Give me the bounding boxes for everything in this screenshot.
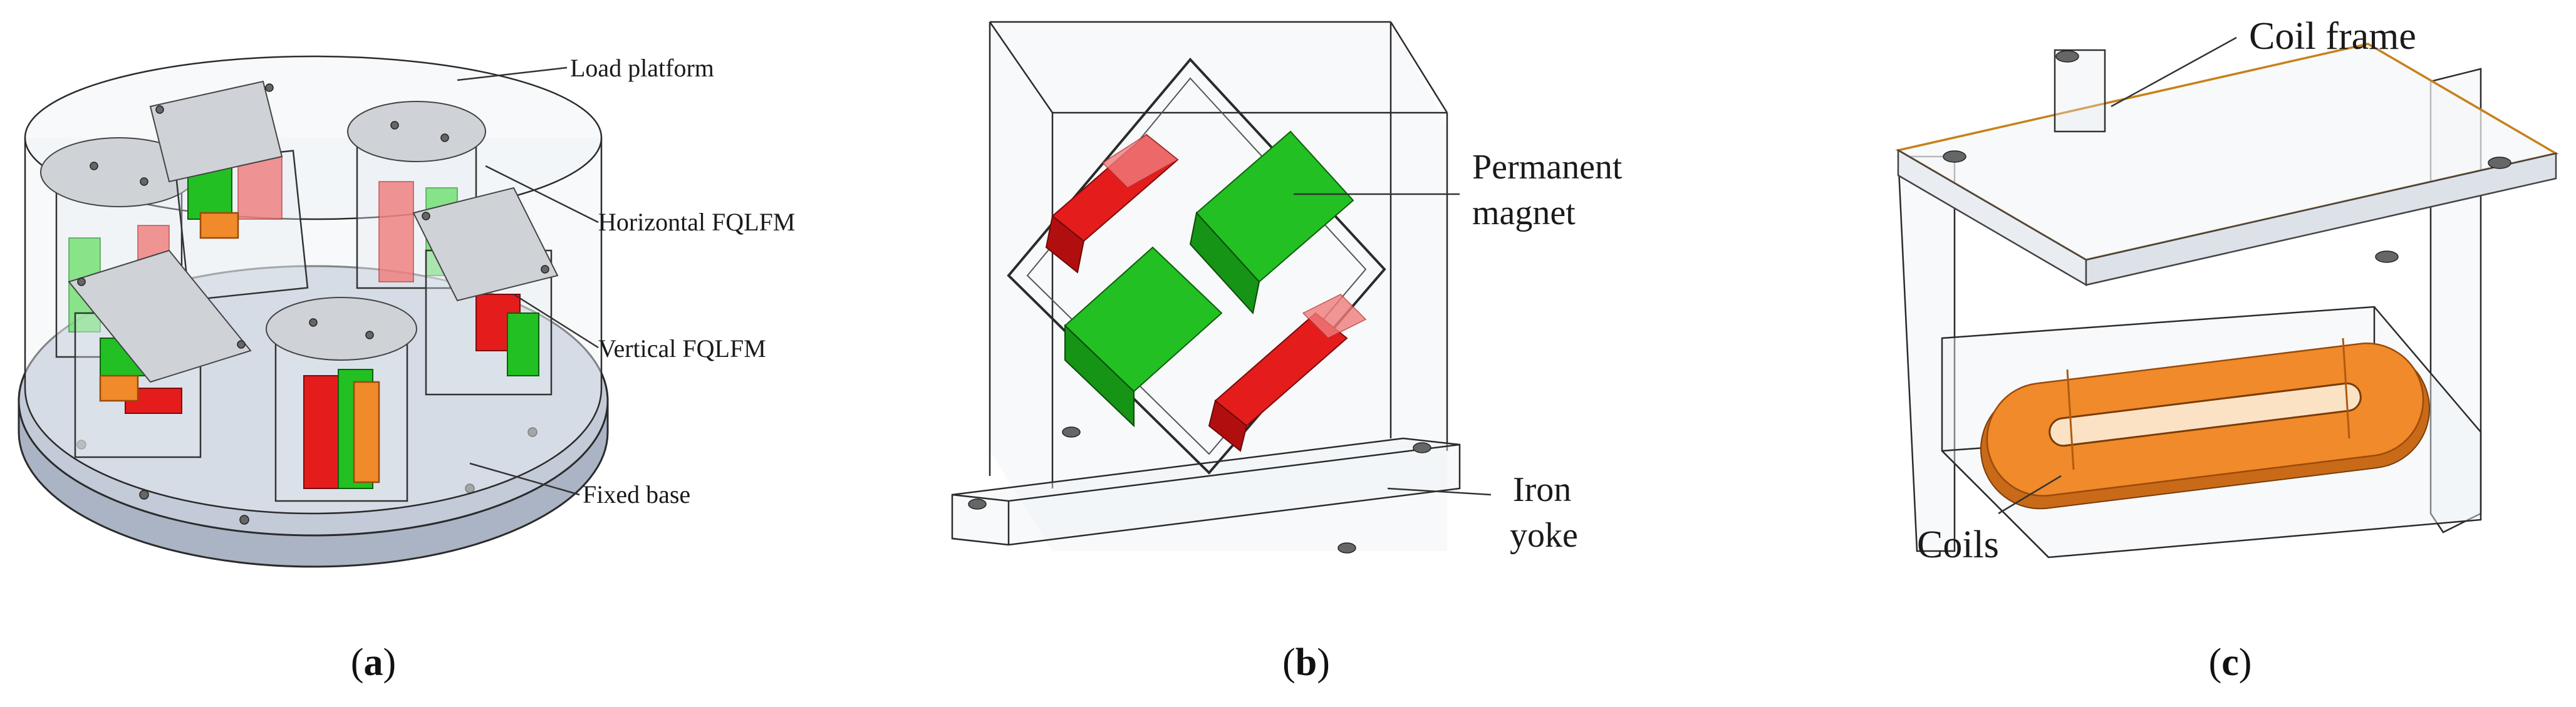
panel-c: Coil frame Coils (c) [1895, 15, 2559, 684]
coils-drawing [1980, 338, 2431, 510]
panel-b: Permanent magnet Iron yoke (b) [951, 21, 1623, 684]
coils-label: Coils [1917, 524, 1999, 566]
horizontal-actuator-left [68, 249, 252, 458]
leader-lines-b [1294, 193, 1492, 496]
horizontal-actuator-back [149, 80, 309, 301]
iron-yoke-label-line2: yoke [1510, 516, 1578, 555]
caption-c: (c) [2209, 641, 2252, 684]
coil-frame-label: Coil frame [2249, 15, 2416, 58]
vertical-actuator-front [266, 297, 417, 502]
caption-b: (b) [1282, 641, 1330, 684]
permanent-magnet-label-line2: magnet [1472, 194, 1576, 232]
horizontal-fqlfm-label: Horizontal FQLFM [598, 208, 795, 236]
permanent-magnet-label-line1: Permanent [1472, 148, 1623, 187]
fixed-base-label: Fixed base [583, 480, 690, 508]
vertical-fqlfm-label: Vertical FQLFM [598, 334, 766, 363]
iron-yoke-drawing [951, 21, 1461, 554]
load-platform-label: Load platform [570, 54, 714, 82]
horizontal-actuator-right [412, 187, 559, 396]
permanent-magnets [1045, 130, 1367, 452]
panel-a: Load platform Horizontal FQLFM Vertical … [18, 54, 795, 684]
leader-lines-c [1998, 36, 2237, 515]
leader-lines-a [457, 66, 599, 496]
iron-yoke-label-line1: Iron [1513, 470, 1571, 509]
caption-a: (a) [351, 641, 396, 684]
